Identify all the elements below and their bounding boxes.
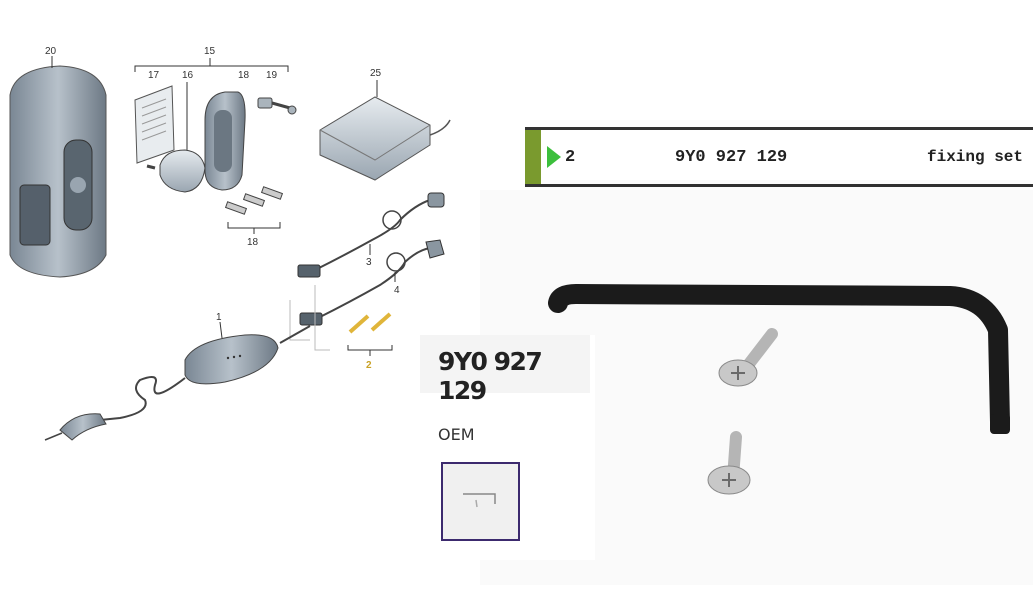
hex-torx-key-icon — [548, 284, 1010, 434]
callout-4: 4 — [394, 285, 400, 296]
fixing-set-part-highlight — [347, 312, 393, 356]
countersunk-screw-icon — [718, 328, 778, 387]
wallbox-part — [9, 65, 107, 278]
callout-1: 1 — [216, 312, 222, 323]
position-number: 2 — [565, 147, 576, 167]
callout-17: 17 — [148, 70, 160, 81]
callout-3: 3 — [366, 257, 372, 268]
instruction-sheet-part — [134, 85, 175, 164]
callout-18-bottom: 18 — [247, 237, 259, 248]
product-label-card: 9Y0 927 129 OEM — [415, 335, 595, 560]
parts-exploded-diagram: 20 15 17 16 18 19 18 — [9, 46, 451, 441]
callout-20: 20 — [45, 46, 57, 57]
callout-2: 2 — [366, 360, 372, 371]
countersunk-screw-icon — [707, 431, 751, 495]
cable-4-part — [299, 239, 445, 326]
power-adapter-part — [319, 80, 451, 181]
screws-19-part — [257, 97, 297, 115]
product-thumbnail[interactable] — [441, 462, 520, 541]
part-selection-row[interactable]: 2 9Y0 927 129 fixing set — [525, 127, 1033, 187]
part-description: fixing set — [926, 148, 1023, 166]
cable-holder-part — [204, 91, 246, 191]
callout-18-top: 18 — [238, 70, 250, 81]
cable-3-part — [297, 192, 445, 278]
part-number-banner: 9Y0 927 129 — [420, 335, 590, 405]
callout-15: 15 — [204, 46, 216, 57]
card-part-number: 9Y0 927 129 — [438, 347, 543, 405]
callout-25: 25 — [370, 68, 382, 79]
oem-label: OEM — [438, 425, 475, 444]
charging-control-box-part — [44, 321, 311, 441]
plug-adapter-part — [146, 82, 206, 193]
callout-16: 16 — [182, 70, 194, 81]
anchors-18-part — [224, 186, 284, 234]
part-number: 9Y0 927 129 — [675, 147, 788, 167]
play-arrow-icon — [547, 146, 561, 168]
callout-19: 19 — [266, 70, 278, 81]
row-accent — [525, 130, 541, 184]
